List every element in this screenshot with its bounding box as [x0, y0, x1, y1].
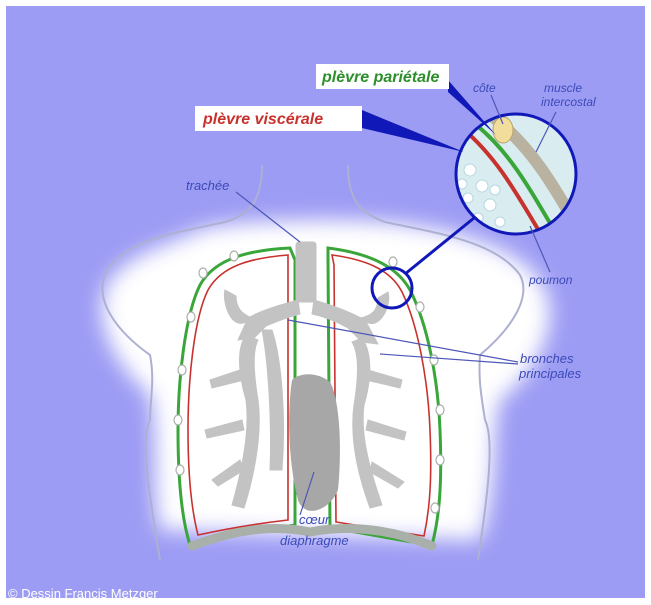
label-poumon: poumon [528, 273, 573, 287]
label-intercostal: intercostal [541, 95, 596, 109]
label-diaphragme: diaphragme [280, 533, 349, 548]
credit-text: © Dessin Francis Metzger [8, 586, 158, 601]
label-principales: principales [518, 366, 582, 381]
label-trachee: trachée [186, 178, 229, 193]
label-plevre-parietale: plèvre pariétale [321, 69, 440, 86]
label-muscle: muscle [544, 81, 582, 95]
label-coeur: cœur [299, 512, 330, 527]
label-plevre-viscerale: plèvre viscérale [202, 111, 323, 128]
label-bronches: bronches [520, 351, 574, 366]
label-cote: côte [473, 81, 496, 95]
heart [289, 374, 340, 511]
